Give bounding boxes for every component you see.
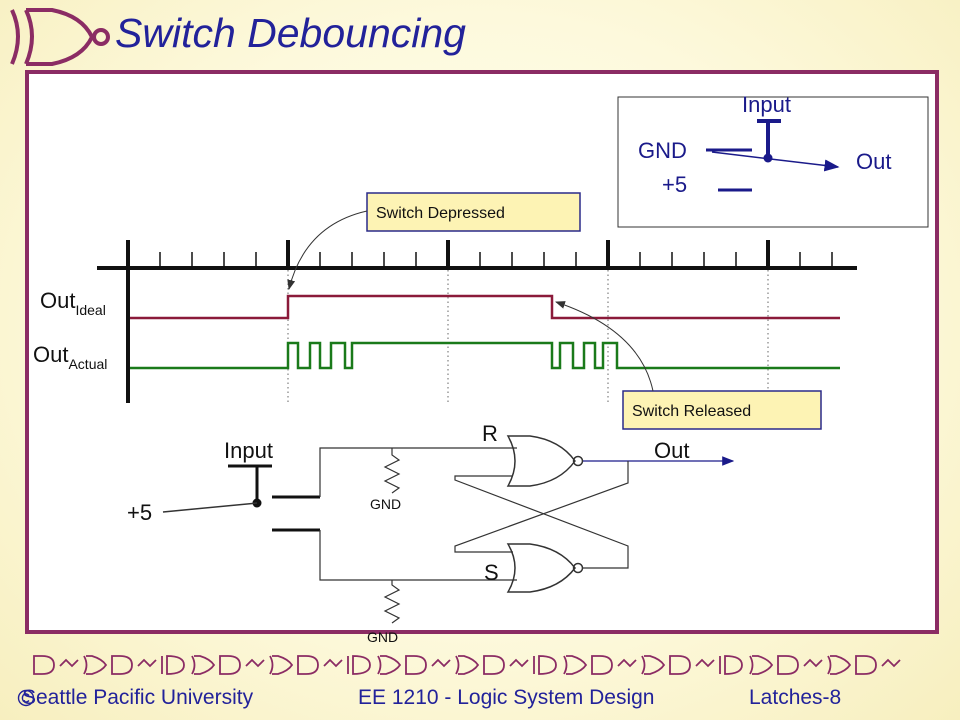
time-axis-ticks [126, 240, 833, 268]
out-actual-label: OutActual [33, 342, 107, 372]
callout-released-text: Switch Released [632, 403, 751, 420]
gate-pattern-glyph [641, 655, 666, 675]
gate-pattern-glyph [191, 655, 216, 675]
gate-pattern-glyph [695, 658, 715, 668]
gate-pattern-glyph [591, 655, 613, 675]
gate-pattern-glyph [297, 655, 319, 675]
timing-diagram: OutIdeal OutActual Switch Depressed Swit… [33, 192, 857, 430]
gate-pattern-glyph [161, 655, 185, 675]
gate-pattern-glyph [855, 655, 877, 675]
gate-pattern-glyph [777, 655, 799, 675]
gate-pattern-glyph [83, 655, 108, 675]
gate-pattern-glyph [563, 655, 588, 675]
callout-depressed-text: Switch Depressed [376, 205, 505, 222]
nor-gate-logo-icon [10, 8, 110, 66]
gate-pattern-glyph [669, 655, 691, 675]
gate-pattern-glyph [617, 658, 637, 668]
gnd-bottom-label: GND [367, 629, 398, 645]
gate-pattern-glyph [431, 658, 451, 668]
gate-pattern-glyph [881, 658, 901, 668]
gate-pattern-glyph [59, 658, 79, 668]
waveform-out-ideal [130, 294, 840, 320]
callout-released-box [622, 390, 822, 430]
gate-pattern-glyph [323, 658, 343, 668]
gate-pattern-glyph [245, 658, 265, 668]
copyright-icon [17, 689, 35, 707]
gate-pattern-glyph [719, 655, 743, 675]
footer-slide-id: Latches-8 [749, 686, 842, 709]
callout-depressed-box [366, 192, 581, 232]
gate-pattern-glyph [455, 655, 480, 675]
gnd-top-label: GND [370, 496, 401, 512]
circuit-input-label: Input [224, 438, 273, 463]
switch-inset: Input GND +5 Out [617, 92, 929, 228]
gate-pattern-glyph [347, 655, 371, 675]
debounce-circuit [162, 435, 735, 624]
footer-course: EE 1210 - Logic System Design [358, 686, 655, 709]
gate-pattern-glyph [111, 655, 133, 675]
gate-pattern-glyph [269, 655, 294, 675]
inset-out-label: Out [856, 149, 891, 174]
inset-gnd-label: GND [638, 138, 687, 163]
gate-pattern-glyph [827, 655, 852, 675]
gate-pattern-glyph [483, 655, 505, 675]
gate-pattern-glyph [749, 655, 774, 675]
page-title: Switch Debouncing [115, 10, 466, 56]
footer-university: Seattle Pacific University [22, 686, 254, 709]
gate-pattern-glyph [405, 655, 427, 675]
circuit-out-label: Out [654, 438, 689, 463]
gate-pattern-glyph [377, 655, 402, 675]
gate-pattern-glyph [803, 658, 823, 668]
inset-plus5-label: +5 [662, 172, 687, 197]
waveform-out-actual [130, 341, 840, 370]
gate-pattern-glyph [137, 658, 157, 668]
gate-pattern-glyph [219, 655, 241, 675]
inset-input-label: Input [742, 92, 791, 117]
latch-r-label: R [482, 421, 498, 446]
gate-pattern-glyph [33, 655, 55, 675]
out-ideal-label: OutIdeal [40, 288, 106, 318]
latch-s-label: S [484, 560, 499, 585]
gate-pattern-border [33, 655, 901, 675]
gate-pattern-glyph [509, 658, 529, 668]
gate-pattern-glyph [533, 655, 557, 675]
circuit-plus5-label: +5 [127, 500, 152, 525]
